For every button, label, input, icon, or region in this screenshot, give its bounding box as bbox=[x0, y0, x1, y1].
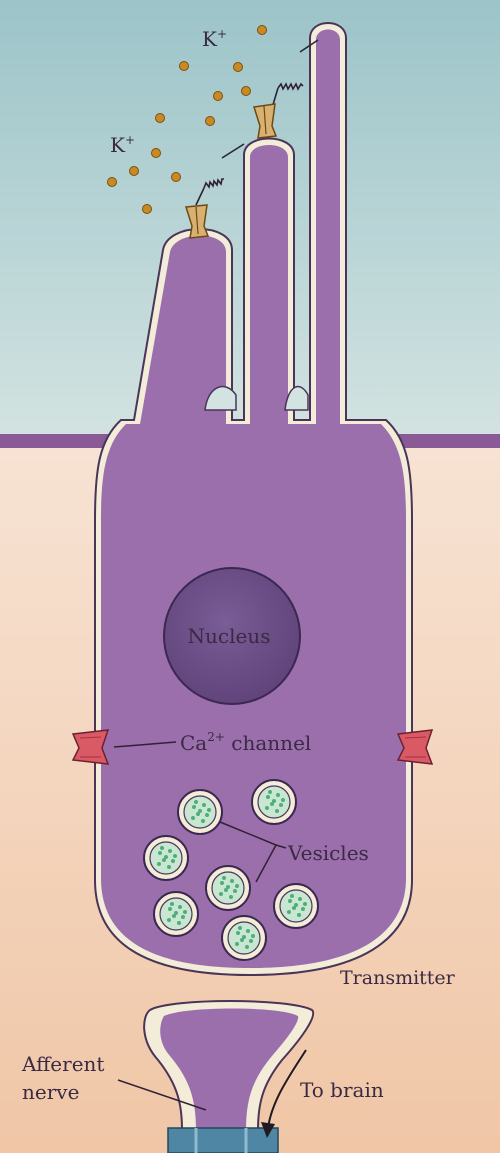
k-ion bbox=[156, 114, 165, 123]
k-ion bbox=[108, 178, 117, 187]
vesicle bbox=[144, 836, 188, 880]
vesicle bbox=[222, 916, 266, 960]
ca-channel-right bbox=[398, 730, 432, 764]
to-brain-label: To brain bbox=[300, 1078, 384, 1102]
ca-channel-left bbox=[73, 730, 108, 764]
afferent-label-line2: nerve bbox=[22, 1080, 79, 1104]
k-ion bbox=[258, 26, 267, 35]
k-ion bbox=[172, 173, 181, 182]
vesicles-label: Vesicles bbox=[287, 841, 369, 865]
vesicle bbox=[252, 780, 296, 824]
k-ion bbox=[234, 63, 243, 72]
ca-channel-label: Ca2+ channel bbox=[180, 730, 311, 755]
nucleus-label: Nucleus bbox=[188, 624, 271, 648]
k-ion bbox=[242, 87, 251, 96]
afferent-label-line1: Afferent bbox=[21, 1052, 104, 1076]
k-ion bbox=[143, 205, 152, 214]
vesicle bbox=[154, 892, 198, 936]
k-ion bbox=[130, 167, 139, 176]
transmitter-label: Transmitter bbox=[340, 967, 456, 989]
vesicle bbox=[274, 884, 318, 928]
nerve-myelin bbox=[168, 1128, 278, 1153]
vesicle bbox=[206, 866, 250, 910]
k-ion bbox=[206, 117, 215, 126]
k-ion bbox=[152, 149, 161, 158]
k-ion bbox=[214, 92, 223, 101]
vesicle bbox=[178, 790, 222, 834]
k-ion bbox=[180, 62, 189, 71]
